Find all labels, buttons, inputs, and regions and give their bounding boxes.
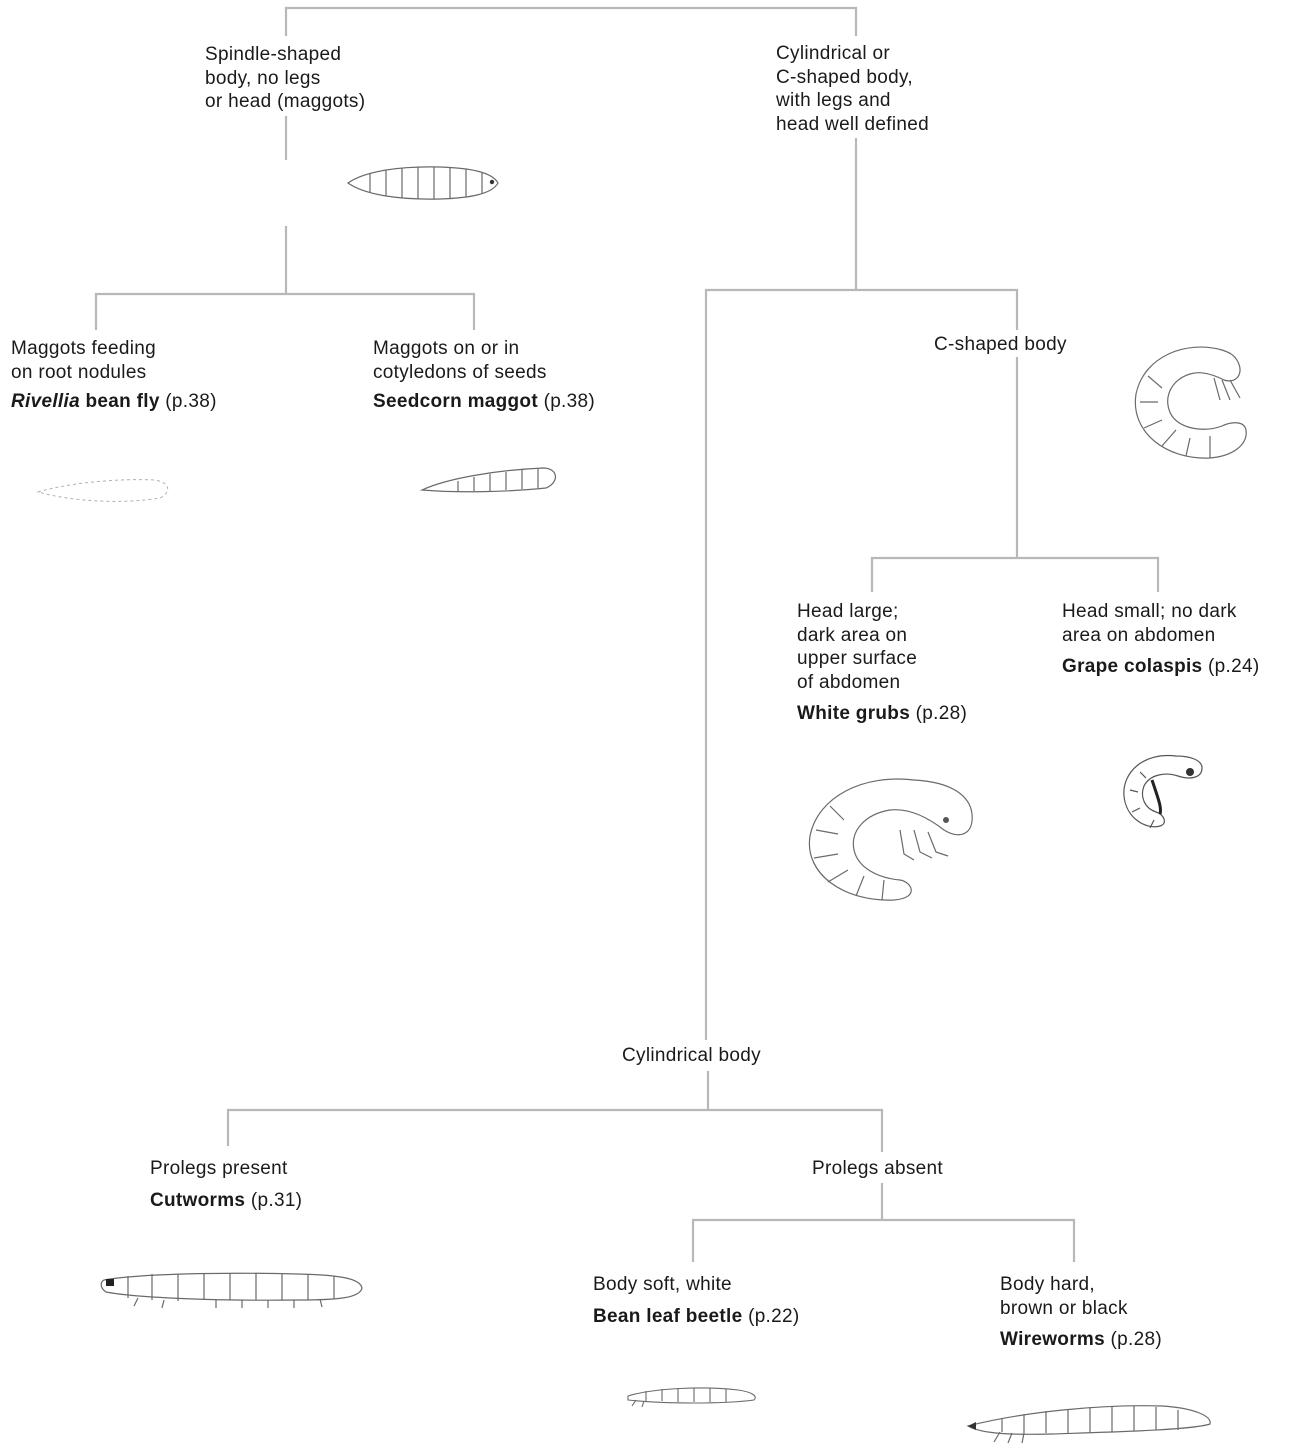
grape-colaspis-result: Grape colaspis (p.24) [1062,656,1260,677]
bean-leaf-beetle-larva-illustration [627,1387,756,1408]
c-shaped-body-text: C-shaped body [934,334,1067,355]
body-hard-text: Body hard,brown or black Wireworms (p.28… [1000,1274,1162,1350]
white-grubs-illustration [808,778,973,901]
grape-colaspis-illustration [1123,754,1203,829]
seedcorn-maggot-illustration [419,467,556,493]
cylindrical-body-text: Cylindrical body [622,1045,761,1066]
bean-leaf-beetle-result: Bean leaf beetle (p.22) [593,1305,800,1327]
rivellia-result: Rivellia bean fly (p.38) [11,391,217,412]
cutworm-illustration [100,1272,363,1309]
cutworms-result: Cutworms (p.31) [150,1189,303,1211]
wireworms-result: Wireworms (p.28) [1000,1329,1162,1350]
seedcorn-maggot-result: Seedcorn maggot (p.38) [373,391,595,412]
rivellia-bean-fly-illustration [36,479,169,502]
wireworm-illustration [966,1405,1211,1444]
prolegs-present-text: Prolegs present Cutworms (p.31) [150,1158,303,1211]
prolegs-absent-text: Prolegs absent [812,1158,943,1179]
maggot-illustration [346,166,499,200]
c-shaped-grub-illustration [1134,346,1247,459]
white-grubs-result: White grubs (p.28) [797,703,968,724]
body-soft-text: Body soft, white Bean leaf beetle (p.22) [593,1274,800,1327]
